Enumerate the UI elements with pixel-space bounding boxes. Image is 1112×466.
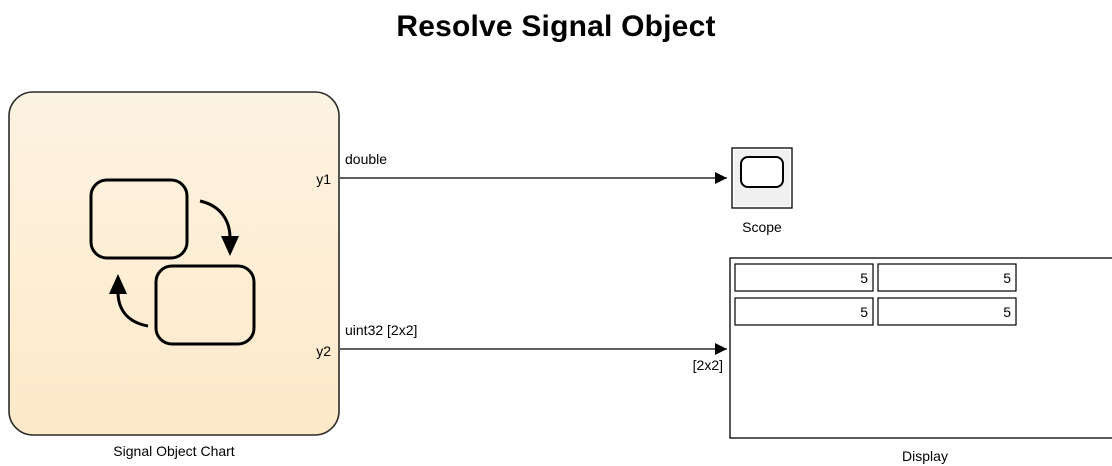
display-block[interactable]: 5 5 5 5 [729,257,1112,439]
display-value-r1c1: 5 [860,270,868,286]
display-cell: 5 [734,297,874,326]
state-transition-icon [89,178,256,346]
model-title: Resolve Signal Object [396,10,716,43]
display-block-name[interactable]: Display [902,448,948,464]
display-value-r2c2: 5 [1003,304,1011,320]
display-cell: 5 [877,263,1017,292]
scope-block-name[interactable]: Scope [742,219,782,235]
port-dimension-label: [2x2] [693,357,723,373]
port-label-y1: y1 [316,171,331,187]
signal-object-chart-block[interactable]: y1 y2 [8,91,340,436]
display-value-r2c1: 5 [860,304,868,320]
signal-type-label-y1: double [345,151,387,167]
display-value-r1c2: 5 [1003,270,1011,286]
scope-screen-icon [740,156,784,188]
scope-block[interactable] [731,147,793,209]
display-cell: 5 [734,263,874,292]
chart-block-body[interactable] [8,91,340,436]
display-cell: 5 [877,297,1017,326]
chart-block-name[interactable]: Signal Object Chart [113,443,235,459]
port-label-y2: y2 [316,343,331,359]
signal-type-label-y2: uint32 [2x2] [345,322,417,338]
